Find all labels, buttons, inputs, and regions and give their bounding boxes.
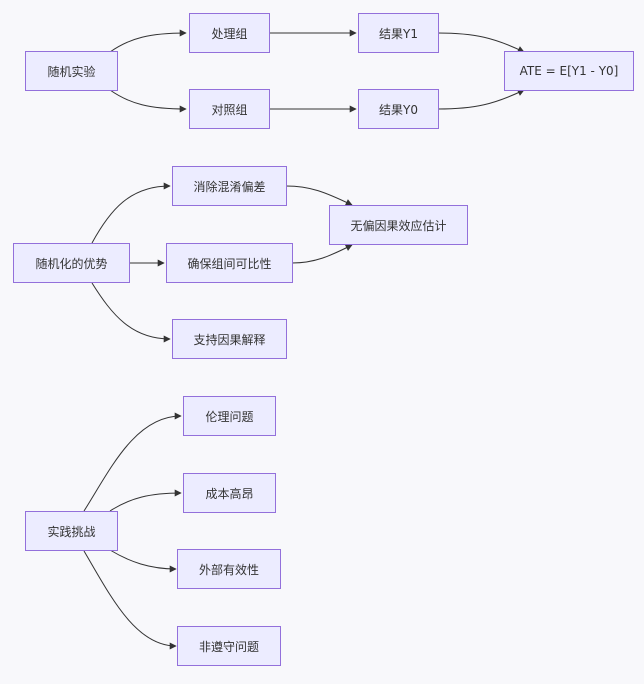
- edge-challenges-high-cost: [109, 489, 182, 512]
- node-high-cost: 成本高昂: [183, 473, 276, 513]
- edge-advantages-eliminate-confounding: [91, 182, 171, 244]
- node-result-y1: 结果Y1: [358, 13, 439, 53]
- node-eliminate-confounding: 消除混淆偏差: [172, 166, 287, 206]
- node-practical-challenges: 实践挑战: [25, 511, 118, 551]
- node-causal-interpretation: 支持因果解释: [172, 319, 287, 359]
- node-ensure-comparability: 确保组间可比性: [166, 243, 293, 283]
- node-randomization-advantages: 随机化的优势: [13, 243, 130, 283]
- diagram-2-edges: [91, 182, 353, 343]
- node-non-compliance: 非遵守问题: [177, 626, 281, 666]
- edge-challenges-external-validity: [109, 549, 177, 573]
- edge-challenges-ethics: [83, 412, 182, 512]
- node-external-validity: 外部有效性: [177, 549, 281, 589]
- edge-result-y0-ate: [437, 89, 525, 110]
- node-treatment-group: 处理组: [189, 13, 270, 53]
- node-ethics: 伦理问题: [183, 396, 276, 436]
- edge-experiment-control: [109, 89, 187, 113]
- diagram-1-edges: [109, 29, 525, 113]
- edge-challenges-non-compliance: [83, 550, 177, 650]
- edge-result-y1-ate: [437, 32, 525, 53]
- edge-eliminate-confounding-unbiased: [285, 185, 353, 206]
- edge-experiment-treatment: [109, 29, 187, 53]
- node-ate: ATE = E[Y1 - Y0]: [504, 51, 634, 91]
- edge-advantages-causal-interpretation: [91, 282, 171, 343]
- node-control-group: 对照组: [189, 89, 270, 129]
- node-unbiased-estimate: 无偏因果效应估计: [329, 205, 468, 245]
- node-result-y0: 结果Y0: [358, 89, 439, 129]
- node-randomized-experiment: 随机实验: [25, 51, 118, 91]
- diagram-3-edges: [83, 412, 182, 650]
- edge-comparability-unbiased: [291, 244, 353, 264]
